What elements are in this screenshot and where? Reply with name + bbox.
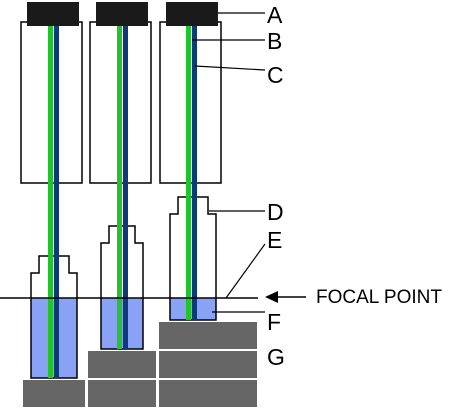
label-a: A [267, 2, 283, 28]
vial-outline [169, 196, 217, 321]
label-g: G [267, 344, 285, 370]
label-c: C [267, 62, 284, 88]
probe-cap-right [166, 2, 218, 26]
fiber-green-left [48, 26, 53, 378]
leader-lines [192, 12, 266, 313]
fiber-blue-right [192, 26, 197, 320]
fiber-green-right [186, 26, 191, 320]
stage-block-bottom-right [159, 380, 257, 407]
fiber-blue-middle [123, 26, 128, 349]
label-f: F [267, 309, 281, 335]
optical-fibers [48, 26, 197, 378]
vial-outline [30, 255, 78, 379]
label-e: E [267, 227, 282, 253]
probe-cap-middle [96, 2, 148, 26]
fiber-blue-left [54, 26, 59, 378]
leader-e [225, 243, 266, 299]
focal-point-arrow [265, 291, 306, 303]
stage-block-top [159, 322, 257, 349]
stage-block-bottom-left [23, 380, 85, 407]
label-b: B [267, 28, 282, 54]
stage-block-middle-left [88, 351, 156, 378]
probe-cap-left [27, 2, 79, 26]
label-d: D [267, 199, 284, 225]
focal-point-label: FOCAL POINT [316, 287, 442, 308]
leader-c [194, 65, 266, 71]
arrow-head-icon [265, 291, 278, 303]
stage-blocks [23, 322, 257, 407]
vial-outline [100, 225, 144, 350]
fiber-green-middle [117, 26, 122, 349]
stage-block-middle-right [159, 351, 257, 378]
stage-block-bottom-mid [88, 380, 156, 407]
